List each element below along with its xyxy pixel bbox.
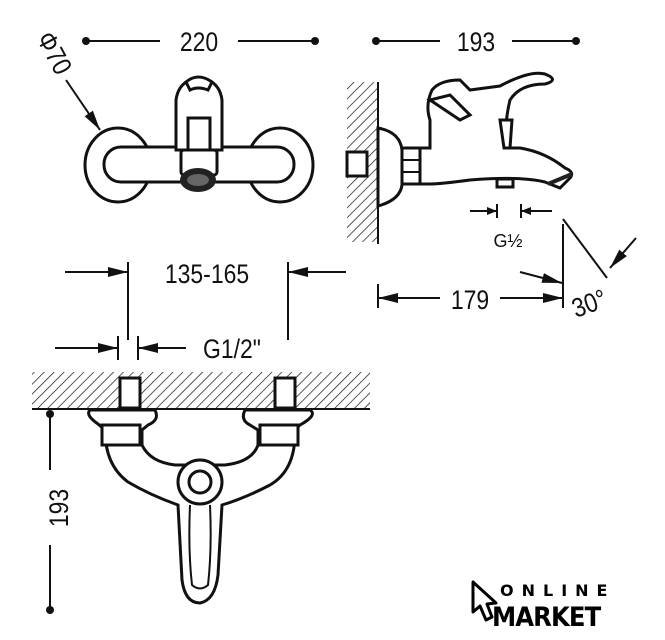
dimension-220-label: 220 (180, 27, 218, 57)
dimension-220: 220 (82, 27, 319, 57)
dimension-inlet-thread: G1/2" (55, 334, 261, 364)
logo-line2: MARKET (492, 602, 602, 634)
cursor-icon (471, 580, 498, 622)
centre-distance-label: 135-165 (165, 259, 249, 289)
dimension-193-height: 193 (44, 410, 74, 614)
dimension-193-label: 193 (457, 27, 495, 57)
spout-reach-label: 179 (451, 285, 489, 315)
inlet-thread-label: G1/2" (203, 334, 261, 364)
dimension-193-depth: 193 (372, 27, 580, 57)
spout-angle-label: 30° (568, 284, 611, 324)
height-label: 193 (44, 489, 74, 527)
outlet-thread-label: G½ (493, 231, 522, 251)
dimension-centre-distance: 135-165 (65, 259, 346, 340)
diameter-label: Φ70 (30, 27, 77, 80)
online-market-logo: ONLINE MARKET (471, 580, 615, 634)
side-view (345, 71, 574, 244)
front-view (83, 75, 315, 204)
dimension-30-degree: 30° (519, 218, 637, 324)
logo-line1: ONLINE (500, 581, 615, 600)
dimension-179: 179 (377, 224, 564, 315)
dimension-outlet-thread: G½ (470, 204, 552, 251)
plan-view (32, 372, 370, 605)
